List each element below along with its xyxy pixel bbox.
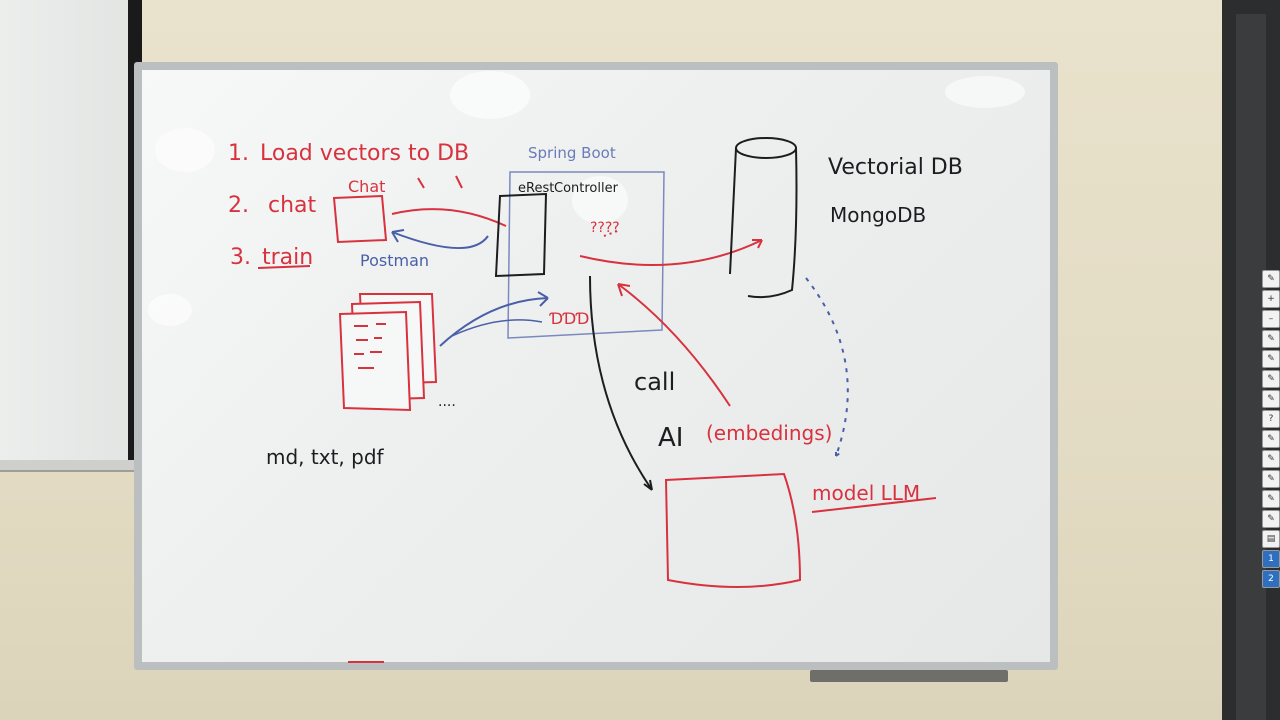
controller-to-db-arrow — [579, 239, 763, 266]
controller-box — [494, 192, 548, 278]
docs-mark: ƊƊƊ — [549, 309, 589, 328]
projector-screen — [0, 0, 140, 470]
document-page-front — [338, 310, 412, 412]
embeddings-label: (embedings) — [706, 421, 832, 445]
chat-label: Chat — [348, 177, 385, 196]
documents-ellipsis: .... — [438, 394, 456, 410]
controller-label: Controller — [554, 181, 619, 196]
formats-label: md, txt, pdf — [266, 445, 385, 469]
step-1-number: 1. — [228, 141, 249, 166]
glare-spot — [148, 294, 192, 326]
spring-boot-label: Spring Boot — [528, 144, 616, 162]
spring-boot-box — [507, 171, 665, 339]
postman-label: Postman — [360, 251, 429, 270]
db-to-model-arrow — [805, 277, 849, 457]
step-3-number: 3. — [230, 245, 251, 270]
step-2-text: chat — [268, 193, 317, 218]
docs-to-controller-arrow — [439, 291, 549, 347]
interactive-display-edge — [1236, 14, 1266, 720]
questions-label: ???? — [590, 220, 620, 236]
model-llm-underline — [811, 497, 937, 513]
projector-screen-bar — [0, 460, 154, 472]
glare-spot — [945, 76, 1025, 108]
glare-spot — [450, 71, 530, 119]
train-underline — [257, 265, 311, 269]
step-1-text: Load vectors to DB — [260, 141, 469, 166]
mongodb-label: MongoDB — [830, 203, 926, 227]
step-2-number: 2. — [228, 193, 249, 218]
docs-to-controller-arrow-2 — [451, 319, 543, 337]
marker-tray — [810, 670, 1008, 682]
db-cylinder-body — [729, 147, 798, 299]
chat-to-controller-arrow — [391, 208, 507, 227]
ai-label: AI — [658, 423, 683, 453]
llm-model-box — [664, 472, 802, 588]
chat-box — [332, 194, 388, 244]
embeddings-arrow — [617, 283, 731, 407]
chat-scribble — [417, 175, 463, 189]
document-lines — [354, 323, 386, 369]
db-cylinder-top — [735, 137, 797, 159]
controller-to-postman-arrow — [391, 229, 489, 250]
call-arrow — [589, 275, 653, 491]
glare-spot — [572, 176, 628, 224]
toolbar-tool-7[interactable]: ? — [1262, 410, 1280, 428]
glare-spot — [155, 128, 215, 172]
vector-db-label: Vectorial DB — [828, 155, 963, 180]
controller-label-prefix: eRest — [518, 181, 554, 196]
toolbar-tool-11[interactable]: ✎ — [1262, 490, 1280, 508]
whiteboard-surface — [142, 70, 1050, 662]
whiteboard-frame — [134, 62, 1058, 670]
call-label: call — [634, 368, 675, 396]
